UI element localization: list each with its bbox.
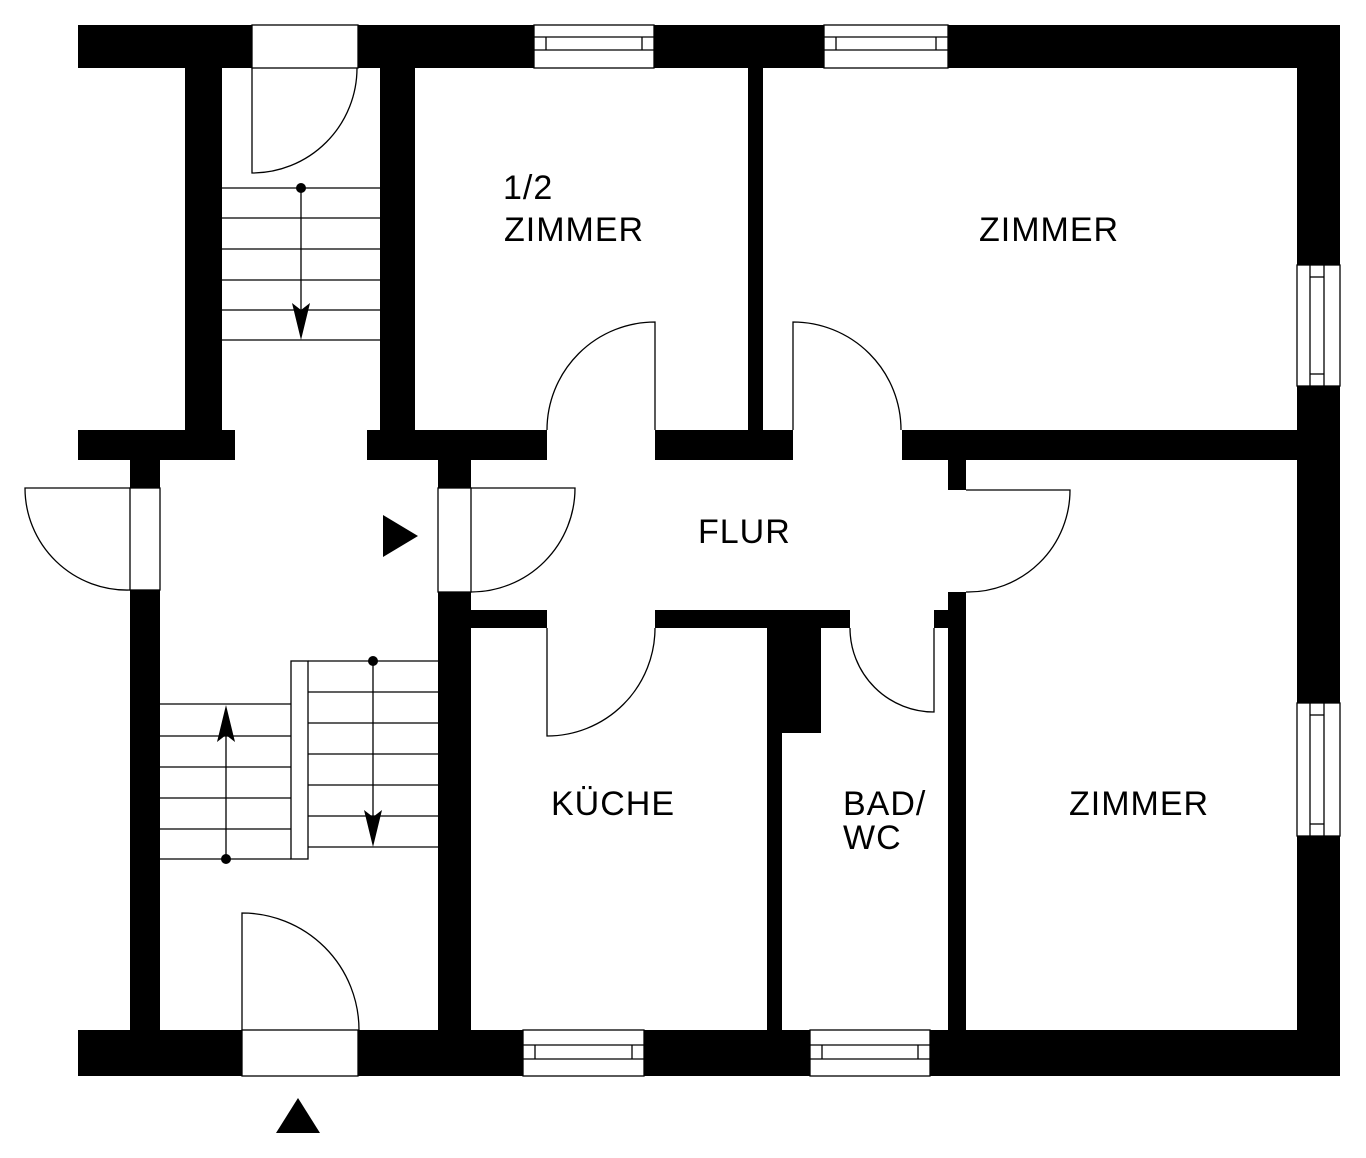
door-bathroom bbox=[849, 627, 935, 713]
wall-hall-2 bbox=[438, 592, 471, 1030]
wall-right-1 bbox=[1297, 25, 1340, 265]
door-flur-from-hall bbox=[470, 487, 576, 593]
wall-top-mid bbox=[654, 25, 824, 68]
wall-flur-top-2 bbox=[902, 430, 1297, 460]
triangle-icon bbox=[276, 1098, 320, 1133]
arrow-icon bbox=[292, 303, 310, 340]
wall-bottom-3 bbox=[644, 1030, 810, 1076]
wall-west-2 bbox=[130, 590, 160, 1030]
wall-bottom-1 bbox=[78, 1030, 242, 1076]
wall-landing-left bbox=[78, 430, 235, 460]
door-frame-bottom bbox=[241, 1029, 359, 1077]
doors bbox=[24, 67, 1071, 1031]
wall-stair-right bbox=[380, 25, 415, 460]
window-top-2 bbox=[823, 24, 949, 69]
triangle-icon bbox=[383, 515, 418, 557]
lower-stair bbox=[160, 660, 438, 860]
wall-stair-left bbox=[185, 25, 222, 460]
window-right-2 bbox=[1296, 702, 1341, 837]
half-room-label-line1: 1/2 bbox=[503, 169, 554, 207]
half-room-label-line2: ZIMMER bbox=[504, 211, 645, 249]
wall-flur-bottom-1 bbox=[471, 610, 547, 628]
door-half-room bbox=[546, 321, 656, 431]
door-frame-hall bbox=[437, 487, 472, 593]
lower-stair-down-dot bbox=[368, 656, 378, 666]
arrow-icon bbox=[364, 810, 382, 847]
wall-bath-room bbox=[948, 592, 966, 1030]
window-bottom-1 bbox=[522, 1029, 645, 1077]
door-frame-top bbox=[251, 24, 359, 69]
chimney bbox=[782, 628, 821, 733]
windows bbox=[129, 24, 1341, 1077]
hallway-label: FLUR bbox=[698, 513, 791, 551]
door-room-top-right bbox=[792, 321, 902, 431]
wall-west-1 bbox=[130, 460, 160, 488]
wall-landing-right bbox=[367, 430, 547, 460]
door-top-entrance bbox=[251, 67, 358, 174]
wall-top-left bbox=[78, 25, 252, 68]
window-right-1 bbox=[1296, 264, 1341, 387]
door-bottom-entrance bbox=[241, 912, 360, 1031]
door-kitchen bbox=[546, 627, 656, 737]
door-west-balcony bbox=[24, 487, 131, 591]
room-top-right-label: ZIMMER bbox=[979, 211, 1120, 249]
wall-hall-1 bbox=[438, 460, 471, 488]
window-top-1 bbox=[533, 24, 655, 69]
wall-right-2 bbox=[1297, 386, 1340, 703]
upper-stair-start-dot bbox=[296, 183, 306, 193]
walls bbox=[78, 25, 1340, 1076]
lower-stair-up-dot bbox=[221, 854, 231, 864]
door-frame-west bbox=[129, 487, 161, 591]
wall-bottom-4 bbox=[930, 1030, 1340, 1076]
wall-kitchen-bath bbox=[767, 628, 782, 1030]
window-bottom-2 bbox=[809, 1029, 931, 1077]
room-bottom-right-label: ZIMMER bbox=[1069, 785, 1210, 823]
wall-flur-bottom-3 bbox=[934, 610, 948, 628]
wall-partition-top bbox=[748, 68, 763, 430]
bathroom-label-line1: BAD/ bbox=[843, 785, 927, 823]
wall-top-right bbox=[948, 25, 1340, 68]
wall-flur-top-1 bbox=[655, 430, 793, 460]
door-room-bottom-right bbox=[965, 489, 1071, 593]
kitchen-label: KÜCHE bbox=[551, 785, 676, 823]
wall-flur-east-stub bbox=[948, 460, 966, 490]
wall-bottom-2 bbox=[358, 1030, 523, 1076]
wall-flur-bottom-2 bbox=[655, 610, 850, 628]
bathroom-label-line2: WC bbox=[843, 819, 902, 857]
arrow-icon bbox=[217, 705, 235, 742]
